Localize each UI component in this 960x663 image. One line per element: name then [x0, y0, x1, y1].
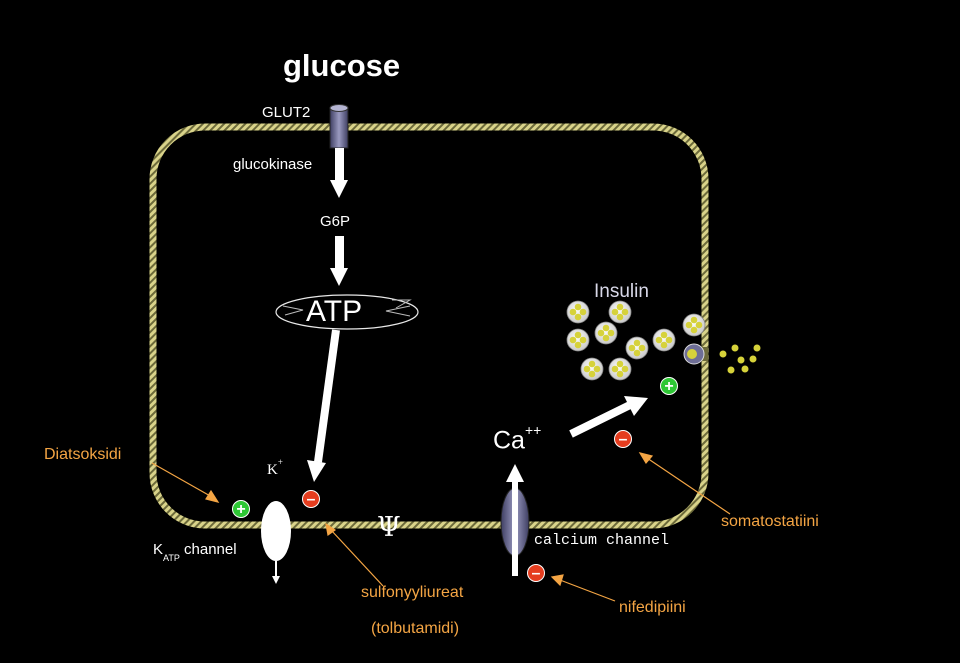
insulin-granule [566, 328, 590, 352]
nifedipiini-label: nifedipiini [619, 599, 686, 616]
insulin-granule [566, 300, 590, 324]
katp-channel-label: KATP channel [153, 541, 237, 563]
sulfonyyliureat-label: sulfonyyliureat [361, 584, 464, 601]
exocytosis-plus-badge: + [660, 377, 678, 395]
somatostatin-minus-badge: – [614, 430, 632, 448]
insulin-granule [580, 357, 604, 381]
calcium-symbol: Ca [493, 426, 525, 455]
mitochondrion [275, 294, 419, 330]
atp-arrow [307, 329, 340, 482]
g6p-label: G6P [320, 213, 351, 230]
diatsoksidi-label: Diatsoksidi [44, 446, 122, 463]
katp-channel [261, 501, 291, 584]
cell-membrane [149, 123, 709, 529]
calcium-arrow [569, 396, 648, 438]
calcium-charge: ++ [524, 422, 542, 438]
insulin-granule [652, 328, 676, 352]
insulin-granule [594, 321, 618, 345]
katp-channel-word: channel [179, 541, 237, 558]
katp-k: K [153, 541, 164, 558]
calcium-channel-label: calcium channel [534, 532, 670, 549]
glucose-arrow [330, 148, 348, 198]
calcium-ion-label: Ca++ [493, 423, 541, 455]
potassium-symbol: K [267, 462, 278, 478]
glucose-title: glucose [283, 48, 401, 83]
atp-label: ATP [306, 295, 363, 328]
potassium-charge: + [277, 457, 283, 467]
insulin-granules [566, 300, 706, 381]
glut2-label: GLUT2 [262, 104, 311, 121]
insulin-granule [608, 357, 632, 381]
g6p-arrow [330, 236, 348, 286]
katp-plus-badge: + [232, 500, 250, 518]
calcium-channel-minus-badge: – [527, 564, 545, 582]
katp-minus-badge: – [302, 490, 320, 508]
exocytosis [683, 343, 761, 374]
potassium-ion-label: K+ [267, 458, 283, 478]
membrane-potential-label: Ψ [377, 512, 401, 543]
drug-pointers [151, 452, 731, 602]
insulin-granule [682, 313, 706, 337]
insulin-granule [625, 336, 649, 360]
insulin-granule [608, 300, 632, 324]
calcium-channel [500, 464, 530, 576]
glucokinase-label: glucokinase [233, 156, 313, 173]
katp-subscript: ATP [163, 553, 180, 563]
tolbutamidi-label: (tolbutamidi) [371, 620, 460, 637]
insulin-label: Insulin [594, 281, 649, 302]
glut2-transporter [329, 104, 349, 149]
somatostatiini-label: somatostatiini [721, 513, 819, 530]
